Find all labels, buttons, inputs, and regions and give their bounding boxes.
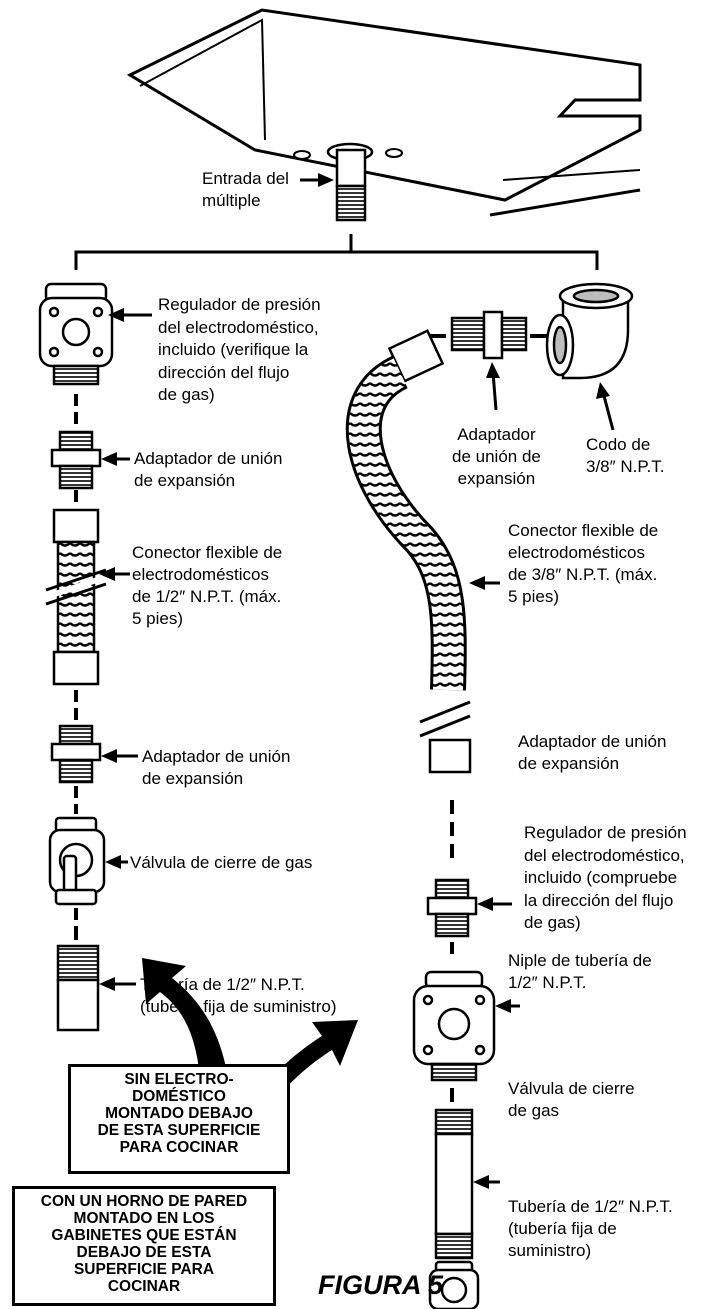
right-regulator (412, 970, 496, 1082)
right-adapter-1 (450, 310, 528, 360)
right-nipple-arrow (473, 1175, 500, 1189)
right-elbow-arrow (596, 382, 615, 431)
left-flex-connector (45, 508, 107, 686)
right-adapter-2-arrow (477, 897, 512, 911)
left-adapter-2 (50, 724, 102, 784)
manifold-inlet-pipe (300, 148, 367, 222)
left-pipe-arrow (99, 977, 136, 991)
left-adapter-2-arrow (101, 749, 138, 763)
right-shutoff-valve (428, 1260, 480, 1309)
branch-bracket (74, 234, 599, 270)
right-adapter-2 (426, 878, 478, 938)
right-elbow (545, 282, 634, 380)
figure-title: FIGURA 5 (318, 1270, 444, 1300)
right-adapter-1-arrow (486, 362, 500, 411)
left-valve-arrow (105, 855, 128, 869)
left-shutoff-valve (48, 816, 106, 906)
label-left-supply-pipe: Tubería de 1/2″ N.P.T.(tubería fija de s… (140, 975, 337, 1016)
left-regulator (38, 282, 114, 386)
right-flex-connector (345, 329, 472, 774)
right-nipple (434, 1108, 474, 1260)
left-flex-arrow (99, 567, 130, 581)
left-adapter-1-arrow (101, 452, 130, 466)
left-supply-pipe (56, 944, 100, 1032)
left-adapter-1 (50, 430, 102, 490)
right-regulator-arrow (495, 999, 520, 1013)
left-regulator-arrow (108, 308, 152, 322)
right-flex-arrow (469, 576, 500, 590)
label-left-shutoff-valve: Válvula de cierre de gas (130, 853, 313, 872)
curved-arrow-left (142, 958, 228, 1078)
